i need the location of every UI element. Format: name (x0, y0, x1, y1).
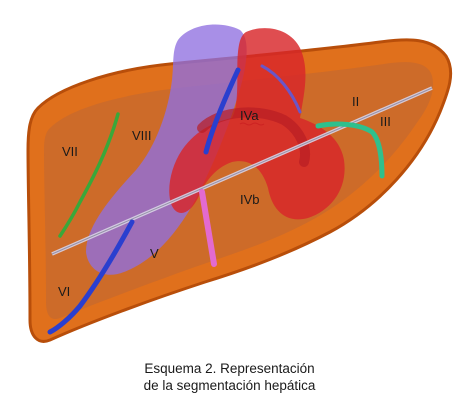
segment-label-vii: VII (62, 144, 78, 159)
hepatic-vein-right (260, 64, 302, 114)
liver-segmentation-diagram: II III IVa IVb V VI VII VIII (26, 24, 453, 343)
segment-label-v: V (150, 246, 159, 261)
segment-label-iva-underline (239, 122, 265, 126)
hepatic-vein-middle (203, 67, 241, 155)
segment-label-iii: III (380, 114, 391, 129)
pink-vessel (199, 189, 217, 267)
portal-branch (197, 107, 310, 167)
caption-line-1: Esquema 2. Representación (144, 361, 315, 376)
segment-label-vi: VI (58, 284, 70, 299)
segment-label-ivb: IVb (240, 192, 260, 207)
segment-label-viii: VIII (132, 128, 152, 143)
figure-caption: Esquema 2. Representación de la segmenta… (0, 360, 459, 394)
segment-label-ii: II (352, 94, 359, 109)
green-vessel (58, 112, 120, 238)
fissure-line-main-inner (51, 87, 433, 255)
segment-label-iva: IVa (240, 108, 259, 123)
inferior-vena-cava (86, 24, 247, 275)
caption-line-2: de la segmentación hepática (143, 378, 316, 393)
teal-vessel (315, 121, 385, 179)
hepatic-vein-left (47, 219, 135, 335)
